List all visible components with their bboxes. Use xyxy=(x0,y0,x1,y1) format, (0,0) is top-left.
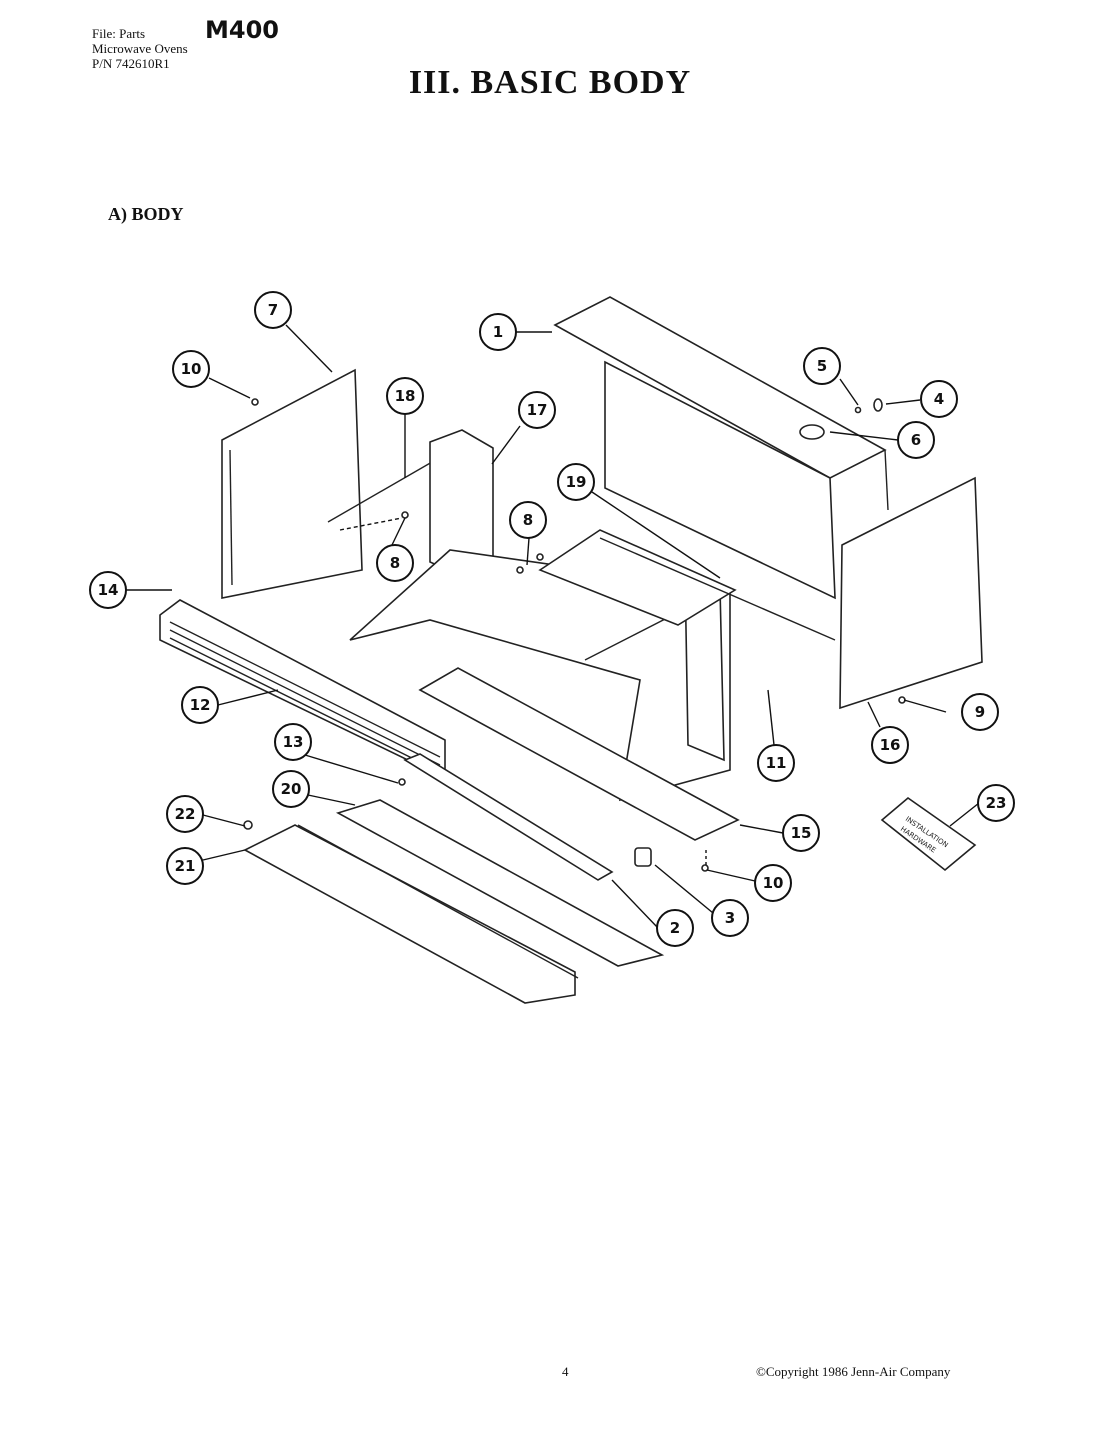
grommet-part xyxy=(799,424,825,440)
svg-text:17: 17 xyxy=(527,401,548,419)
callout-22: 22 xyxy=(166,795,204,833)
svg-text:6: 6 xyxy=(911,431,921,449)
category-line: Microwave Ovens xyxy=(92,41,188,56)
callout-8: 8 xyxy=(376,544,414,582)
back-panel-part xyxy=(604,360,836,600)
screw-part xyxy=(401,511,409,519)
callout-8: 8 xyxy=(509,501,547,539)
callout-19: 19 xyxy=(557,463,595,501)
svg-text:10: 10 xyxy=(763,874,784,892)
screw-part xyxy=(854,406,862,414)
file-line: File: Parts xyxy=(92,26,146,41)
svg-text:10: 10 xyxy=(181,360,202,378)
copyright-notice: ©Copyright 1986 Jenn-Air Company xyxy=(756,1364,951,1379)
callout-4: 4 xyxy=(920,380,958,418)
svg-text:15: 15 xyxy=(791,824,812,842)
svg-text:1: 1 xyxy=(493,323,503,341)
right-side-panel-part xyxy=(839,476,983,710)
svg-text:23: 23 xyxy=(986,794,1007,812)
model-number: M400 xyxy=(205,16,279,44)
knob-part xyxy=(634,847,652,867)
svg-text:21: 21 xyxy=(175,857,196,875)
svg-text:13: 13 xyxy=(283,733,304,751)
part-drawings: INSTALLATION HARDWARE xyxy=(159,296,983,1004)
callout-16: 16 xyxy=(871,726,909,764)
rod-part xyxy=(403,753,614,881)
svg-text:12: 12 xyxy=(190,696,211,714)
callout-17: 17 xyxy=(518,391,556,429)
callout-18: 18 xyxy=(386,377,424,415)
left-side-panel-part xyxy=(221,368,363,599)
screw-part xyxy=(536,553,544,561)
section-title: A) BODY xyxy=(108,204,184,224)
file-info: File: Parts Microwave Ovens P/N 742610R1 xyxy=(92,26,188,71)
callout-23: 23 xyxy=(977,784,1015,822)
svg-text:3: 3 xyxy=(725,909,735,927)
callout-15: 15 xyxy=(782,814,820,852)
svg-text:19: 19 xyxy=(566,473,587,491)
nut-part xyxy=(243,820,253,830)
callout-11: 11 xyxy=(757,744,795,782)
callout-7: 7 xyxy=(254,291,292,329)
svg-text:14: 14 xyxy=(98,581,119,599)
callout-12: 12 xyxy=(181,686,219,724)
callout-3: 3 xyxy=(711,899,749,937)
glass-tray-part xyxy=(335,799,665,967)
callout-2: 2 xyxy=(656,909,694,947)
component-panel-part xyxy=(538,529,737,626)
callout-1: 1 xyxy=(479,313,517,351)
svg-text:20: 20 xyxy=(281,780,302,798)
svg-text:7: 7 xyxy=(268,301,278,319)
bottom-trim-part xyxy=(243,824,576,1004)
svg-text:2: 2 xyxy=(670,919,680,937)
svg-text:16: 16 xyxy=(880,736,901,754)
part-number-line: P/N 742610R1 xyxy=(92,56,170,71)
screw-part xyxy=(398,778,406,786)
callout-10: 10 xyxy=(172,350,210,388)
screw-part xyxy=(701,864,709,872)
leader-lines xyxy=(126,324,980,929)
callout-20: 20 xyxy=(272,770,310,808)
hardware-box-part xyxy=(880,796,977,872)
callout-10: 10 xyxy=(754,864,792,902)
screw-part xyxy=(516,566,524,574)
callout-5: 5 xyxy=(803,347,841,385)
callout-21: 21 xyxy=(166,847,204,885)
callout-14: 14 xyxy=(89,571,127,609)
callouts: 1 2 3 4 5 6 7 8 8 9 10 10 11 12 13 14 15… xyxy=(89,291,1015,947)
svg-text:22: 22 xyxy=(175,805,196,823)
svg-text:4: 4 xyxy=(934,390,944,408)
callout-6: 6 xyxy=(897,421,935,459)
svg-text:11: 11 xyxy=(766,754,787,772)
screw-part xyxy=(251,398,259,406)
svg-text:18: 18 xyxy=(395,387,416,405)
frame-left-post-part xyxy=(429,429,494,592)
clip-part xyxy=(873,398,883,412)
svg-text:5: 5 xyxy=(817,357,827,375)
svg-text:8: 8 xyxy=(390,554,400,572)
page-number: 4 xyxy=(562,1364,569,1379)
callout-13: 13 xyxy=(274,723,312,761)
page-title: III. BASIC BODY xyxy=(408,64,692,101)
svg-text:9: 9 xyxy=(975,703,985,721)
svg-text:8: 8 xyxy=(523,511,533,529)
callout-9: 9 xyxy=(961,693,999,731)
bottom-tray-part xyxy=(418,667,740,841)
